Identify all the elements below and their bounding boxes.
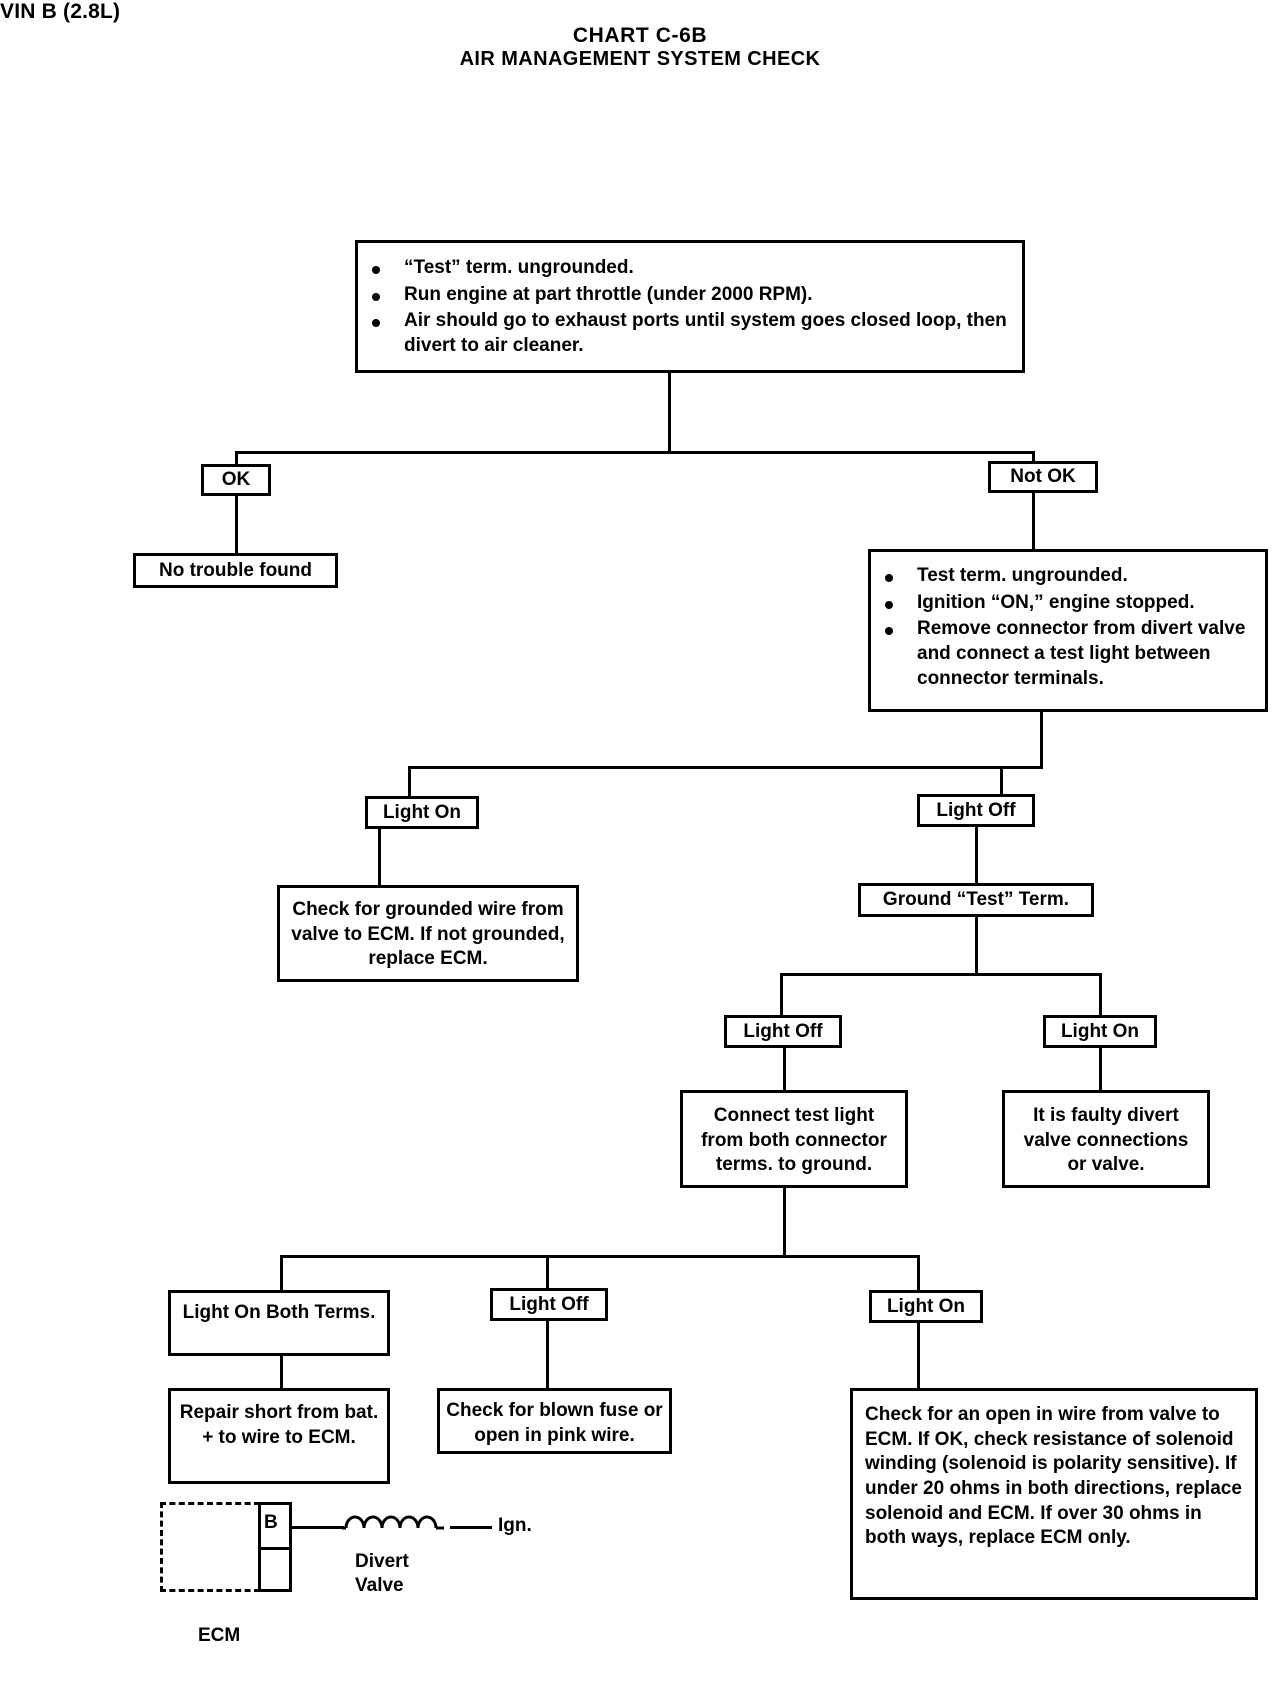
check-open-wire-box: Check for an open in wire from valve to … bbox=[850, 1388, 1258, 1600]
divert-valve-line-2: Valve bbox=[355, 1574, 404, 1596]
ignition-label: Ign. bbox=[498, 1515, 532, 1536]
list-item: Run engine at part throttle (under 2000 … bbox=[358, 283, 1016, 308]
connector-line bbox=[235, 496, 238, 556]
branch-label-text: Light Off bbox=[743, 1020, 823, 1042]
branch-label-text: Light On Both Terms. bbox=[182, 1302, 376, 1323]
step-2-bullet-list: Test term. ungrounded. Ignition “ON,” en… bbox=[871, 564, 1257, 691]
branch-label-light-off-2: Light Off bbox=[724, 1015, 842, 1048]
branch-label-text: Light On bbox=[886, 1295, 966, 1317]
connector-line bbox=[668, 373, 671, 451]
chart-id: CHART C-6B bbox=[572, 24, 708, 47]
branch-label-text: Light Off bbox=[509, 1293, 589, 1315]
connector-line bbox=[975, 827, 978, 883]
connector-line bbox=[780, 973, 783, 1015]
connector-line bbox=[235, 451, 1035, 454]
connector-line bbox=[1000, 766, 1003, 796]
check-grounded-wire-box: Check for grounded wire from valve to EC… bbox=[277, 885, 579, 982]
connector-line bbox=[783, 1188, 786, 1255]
branch-label-light-on-3: Light On bbox=[869, 1290, 983, 1323]
connector-line bbox=[783, 1048, 786, 1090]
no-trouble-found-box: No trouble found bbox=[133, 553, 338, 588]
ecm-label: ECM bbox=[198, 1625, 241, 1646]
branch-label-light-off-1: Light Off bbox=[917, 794, 1035, 827]
repair-short-text: Repair short from bat. + to wire to ECM. bbox=[179, 1402, 379, 1448]
check-blown-fuse-text: Check for blown fuse or open in pink wir… bbox=[446, 1400, 663, 1446]
ground-test-term-text: Ground “Test” Term. bbox=[882, 889, 1070, 910]
branch-label-light-off-3: Light Off bbox=[490, 1288, 608, 1321]
connector-line bbox=[1040, 712, 1043, 766]
connector-line bbox=[280, 1255, 920, 1258]
step-2-box: Test term. ungrounded. Ignition “ON,” en… bbox=[868, 549, 1268, 712]
branch-label-text: Light On bbox=[1060, 1020, 1140, 1042]
faulty-divert-box: It is faulty divert valve connections or… bbox=[1002, 1090, 1210, 1188]
branch-label-light-on-2: Light On bbox=[1043, 1015, 1157, 1048]
connector-line bbox=[780, 973, 1102, 976]
step-1-bullet-list: “Test” term. ungrounded. Run engine at p… bbox=[358, 256, 1016, 359]
connector-line bbox=[280, 1255, 283, 1290]
divert-valve-label: Divert Valve bbox=[355, 1550, 409, 1598]
connector-line bbox=[546, 1321, 549, 1388]
connector-line bbox=[1099, 973, 1102, 1015]
branch-label-text: OK bbox=[221, 469, 251, 490]
check-blown-fuse-box: Check for blown fuse or open in pink wir… bbox=[437, 1388, 672, 1454]
connector-line bbox=[917, 1323, 920, 1388]
connect-test-light-box: Connect test light from both connector t… bbox=[680, 1090, 908, 1188]
list-item: Ignition “ON,” engine stopped. bbox=[871, 591, 1257, 616]
connector-line bbox=[408, 766, 411, 796]
terminal-b-label: B bbox=[264, 1512, 278, 1533]
list-item: “Test” term. ungrounded. bbox=[358, 256, 1016, 281]
branch-label-not-ok: Not OK bbox=[988, 461, 1098, 493]
connector-line bbox=[1032, 493, 1035, 549]
solenoid-coil-icon bbox=[342, 1515, 444, 1530]
schematic-wire bbox=[450, 1526, 492, 1529]
connector-line bbox=[408, 766, 1043, 769]
connector-line bbox=[280, 1356, 283, 1388]
branch-label-text: Light Off bbox=[936, 799, 1016, 821]
list-item: Remove connector from divert valve and c… bbox=[871, 617, 1257, 691]
ecm-housing-outline bbox=[160, 1502, 260, 1592]
check-open-wire-text: Check for an open in wire from valve to … bbox=[865, 1404, 1242, 1549]
repair-short-box: Repair short from bat. + to wire to ECM. bbox=[168, 1388, 390, 1484]
ground-test-term-box: Ground “Test” Term. bbox=[858, 883, 1094, 917]
step-1-box: “Test” term. ungrounded. Run engine at p… bbox=[355, 240, 1025, 373]
connector-line bbox=[1032, 451, 1035, 464]
connector-line bbox=[235, 451, 238, 466]
page-title-vin: VIN B (2.8L) bbox=[0, 0, 121, 23]
divert-valve-line-1: Divert bbox=[355, 1551, 409, 1572]
ecm-connector-divider bbox=[258, 1547, 292, 1550]
faulty-divert-text: It is faulty divert valve connections or… bbox=[1023, 1105, 1189, 1176]
branch-label-text: Not OK bbox=[1010, 466, 1076, 487]
schematic-wire bbox=[292, 1526, 344, 1529]
branch-label-light-on-both: Light On Both Terms. bbox=[168, 1290, 390, 1356]
list-item: Test term. ungrounded. bbox=[871, 564, 1257, 589]
no-trouble-found-text: No trouble found bbox=[158, 559, 313, 581]
connector-line bbox=[975, 917, 978, 973]
connector-line bbox=[1099, 1048, 1102, 1090]
connector-line bbox=[378, 829, 381, 885]
branch-label-light-on-1: Light On bbox=[365, 796, 479, 829]
branch-label-text: Light On bbox=[382, 801, 462, 823]
connector-line bbox=[917, 1255, 920, 1290]
check-grounded-wire-text: Check for grounded wire from valve to EC… bbox=[291, 899, 565, 970]
connect-test-light-text: Connect test light from both connector t… bbox=[701, 1105, 887, 1176]
list-item: Air should go to exhaust ports until sys… bbox=[358, 309, 1016, 358]
connector-line bbox=[546, 1255, 549, 1290]
chart-title: AIR MANAGEMENT SYSTEM CHECK bbox=[459, 48, 821, 70]
branch-label-ok: OK bbox=[201, 464, 271, 496]
